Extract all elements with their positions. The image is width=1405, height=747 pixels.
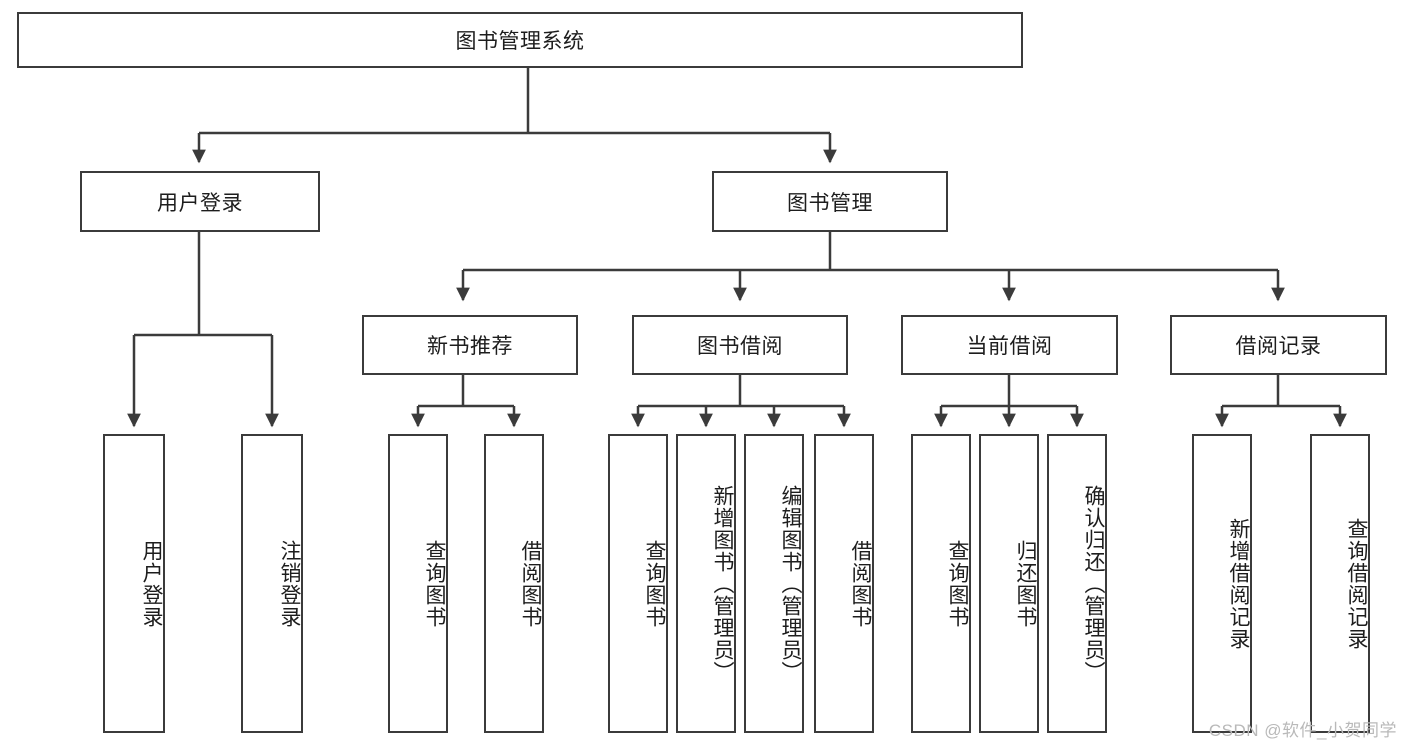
node-new-book-recommend-label: 新书推荐 [427, 335, 513, 358]
leaf-label: 查询图书 [643, 539, 666, 628]
leaf-label: 归还图书 [1014, 539, 1037, 628]
node-root[interactable]: 图书管理系统 [17, 12, 1023, 68]
leaf-current-borrow-confirm-return[interactable]: 确认归还（管理员） [1047, 434, 1107, 733]
leaf-new-book-borrow[interactable]: 借阅图书 [484, 434, 544, 733]
leaf-label: 查询图书 [423, 539, 446, 628]
leaf-book-borrow-add[interactable]: 新增图书（管理员） [676, 434, 736, 733]
leaf-label: 借阅图书 [519, 539, 542, 628]
node-book-borrow[interactable]: 图书借阅 [632, 315, 848, 375]
leaf-label: 查询图书 [946, 539, 969, 628]
node-borrow-records-label: 借阅记录 [1235, 335, 1322, 358]
leaf-user-login-login[interactable]: 用户登录 [103, 434, 165, 733]
leaf-label: 查询借阅记录 [1345, 517, 1368, 650]
leaf-user-login-logout[interactable]: 注销登录 [241, 434, 303, 733]
node-book-management[interactable]: 图书管理 [712, 171, 948, 232]
watermark: CSDN @软件_小贺同学 [1208, 721, 1397, 740]
node-user-login[interactable]: 用户登录 [80, 171, 320, 232]
node-root-label: 图书管理系统 [455, 30, 585, 53]
leaf-new-book-query[interactable]: 查询图书 [388, 434, 448, 733]
node-book-borrow-label: 图书借阅 [697, 335, 783, 358]
leaf-book-borrow-edit[interactable]: 编辑图书（管理员） [744, 434, 804, 733]
leaf-current-borrow-query[interactable]: 查询图书 [911, 434, 971, 733]
leaf-borrow-records-query[interactable]: 查询借阅记录 [1310, 434, 1370, 733]
leaf-borrow-records-add[interactable]: 新增借阅记录 [1192, 434, 1252, 733]
leaf-label: 确认归还（管理员） [1082, 484, 1105, 683]
leaf-label: 新增借阅记录 [1227, 517, 1250, 650]
leaf-label: 用户登录 [140, 539, 163, 628]
node-book-management-label: 图书管理 [787, 191, 873, 215]
leaf-book-borrow-query[interactable]: 查询图书 [608, 434, 668, 733]
leaf-label: 新增图书（管理员） [711, 484, 734, 683]
leaf-label: 借阅图书 [849, 539, 872, 628]
node-current-borrow-label: 当前借阅 [966, 335, 1053, 358]
leaf-book-borrow-borrow[interactable]: 借阅图书 [814, 434, 874, 733]
leaf-label: 注销登录 [278, 539, 301, 628]
node-borrow-records[interactable]: 借阅记录 [1170, 315, 1387, 375]
node-new-book-recommend[interactable]: 新书推荐 [362, 315, 578, 375]
leaf-current-borrow-return[interactable]: 归还图书 [979, 434, 1039, 733]
node-user-login-label: 用户登录 [157, 191, 243, 215]
leaf-label: 编辑图书（管理员） [779, 484, 802, 683]
node-current-borrow[interactable]: 当前借阅 [901, 315, 1118, 375]
